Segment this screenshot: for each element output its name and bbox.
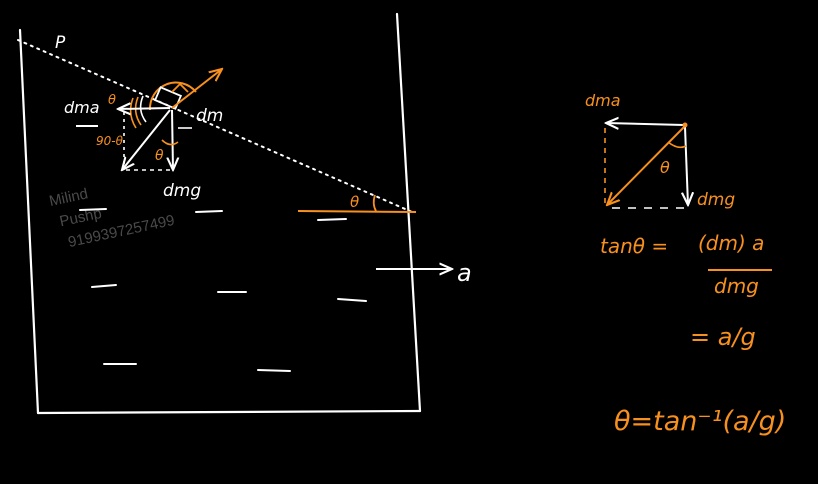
triangle-angle-label: θ [660,158,670,177]
watermark: Milind Pushp 9199397257499 [48,185,177,251]
point-label: P [55,33,66,53]
water-stroke [195,210,223,213]
triangle-vertex [682,122,688,128]
triangle-top-label: dma [585,91,621,110]
resultant-arrow [122,109,171,170]
equation-lhs: tanθ = [600,234,668,258]
angle-top-label: θ [108,93,116,108]
element-block [153,86,183,110]
container-left-wall [18,28,40,415]
water-stroke [317,218,347,221]
triangle-dma-arrow [606,123,685,125]
right-angle-mark [171,82,189,93]
equation-denominator: dmg [714,274,759,298]
water-stroke [79,208,107,211]
triangle-angle-arc [667,141,687,149]
equation-numerator: (dm) a [698,231,764,255]
water-stroke [337,298,367,302]
acceleration-label: a [457,259,472,287]
final-result: θ=tan⁻¹(a/g) [614,406,786,437]
equation-ratio: = a/g [690,323,756,351]
inner-angle-arc [161,139,179,146]
surface-angle-label: θ [350,193,359,211]
horizontal-reference [297,210,417,213]
normal-force-arrow [171,69,222,109]
pseudo-force-arrow [118,108,171,109]
water-strokes [79,208,367,372]
fluid-element [129,81,197,129]
element-arc-3 [129,97,137,129]
force-triangle: dma θ dmg [585,91,735,210]
pseudo-force-label: dma [64,98,100,117]
triangle-dmg-arrow [685,126,688,205]
surface-angle-arc [372,194,377,212]
watermark-name: Milind [48,185,90,210]
water-stroke [91,284,117,288]
inner-angle-label: θ [155,148,164,164]
water-stroke [257,369,291,372]
triangle-resultant-arrow [607,126,685,205]
complement-angle-label: 90-θ [96,134,124,148]
container-bottom [36,409,422,415]
mass-label: dm [196,106,223,126]
weight-arrow [172,109,173,170]
element-arc-2 [134,96,142,126]
equations: tanθ = (dm) a dmg = a/g θ=tan⁻¹(a/g) [600,231,786,437]
weight-label: dmg [163,181,201,201]
element-semicircle [148,81,197,111]
inclined-free-surface [17,39,413,213]
triangle-dmg-label: dmg [697,190,735,210]
